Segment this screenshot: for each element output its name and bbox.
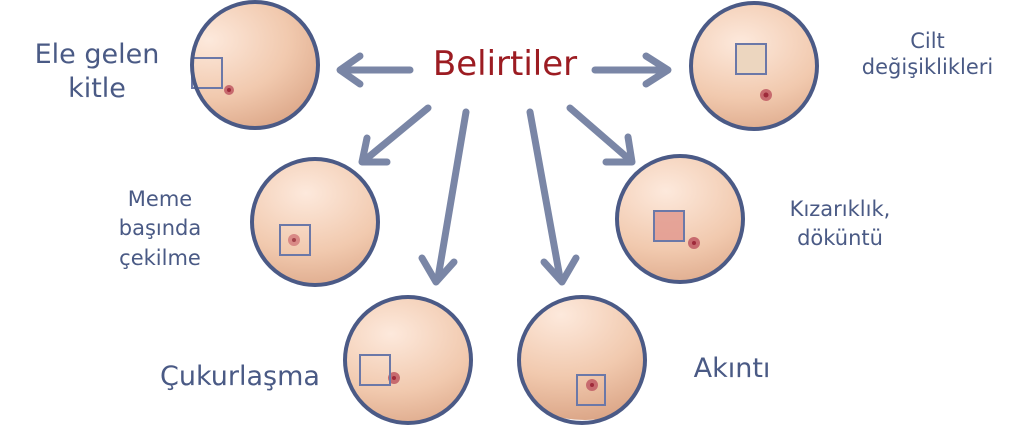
arrow-to-lump <box>336 52 414 88</box>
label-redness-rash: Kızarıklık, döküntü <box>789 197 891 251</box>
label-nipple-retraction: Meme başında çekilme <box>118 187 202 270</box>
highlight-box <box>653 210 685 242</box>
breast-illustration-redness-rash <box>615 154 745 284</box>
arrow-to-dimpling <box>418 108 470 286</box>
arrow-to-skin-changes <box>591 52 672 88</box>
highlight-box <box>735 43 767 75</box>
breast-illustration-lump <box>190 0 320 130</box>
breast-illustration-discharge <box>517 295 647 425</box>
label-discharge: Akıntı <box>693 353 771 384</box>
arrow-to-nipple-retraction <box>358 104 432 166</box>
highlight-box <box>576 374 606 406</box>
highlight-box <box>279 224 311 256</box>
breast-illustration-dimpling <box>343 295 473 425</box>
label-dimpling: Çukurlaşma <box>160 361 320 392</box>
breast-illustration-nipple-retraction <box>250 157 380 287</box>
label-skin-changes: Cilt değişiklikleri <box>861 29 994 80</box>
arrow-to-discharge <box>526 108 580 286</box>
highlight-box <box>359 354 391 386</box>
diagram-title: Belirtiler <box>432 44 578 84</box>
label-lump: Ele gelen kitle <box>34 39 160 104</box>
arrow-to-redness-rash <box>566 104 636 166</box>
